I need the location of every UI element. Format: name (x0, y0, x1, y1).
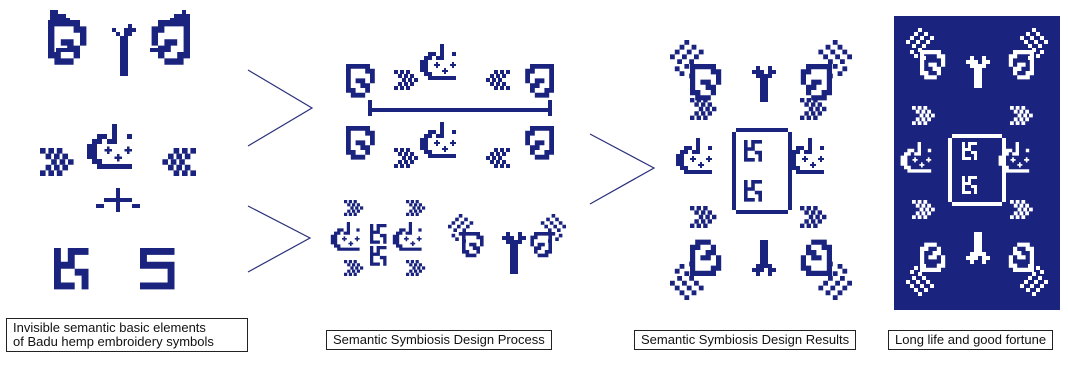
caption-long-life: Long life and good fortune (888, 330, 1053, 350)
process-arrow-right (590, 134, 654, 204)
caption-basic-elements: Invisible semantic basic elements of Bad… (6, 318, 248, 352)
hook-symbols (54, 248, 175, 289)
design-results-group (670, 40, 852, 300)
combined-pattern-bottom-left (331, 200, 428, 276)
caption-basic-elements-line2: of Badu hemp embroidery symbols (13, 335, 241, 349)
basic-elements-group (40, 10, 196, 289)
combined-pattern-top (346, 44, 554, 168)
caption-basic-elements-line1: Invisible semantic basic elements (13, 321, 241, 335)
pot-wing-motif (40, 124, 196, 212)
design-process-group (331, 44, 566, 276)
combined-pattern-bottom-right (448, 214, 566, 274)
long-life-panel (894, 16, 1060, 310)
process-arrows-left (248, 70, 312, 272)
spiral-y-motif (48, 10, 190, 76)
caption-design-results: Semantic Symbiosis Design Results (634, 330, 856, 350)
caption-design-process: Semantic Symbiosis Design Process (326, 330, 552, 350)
